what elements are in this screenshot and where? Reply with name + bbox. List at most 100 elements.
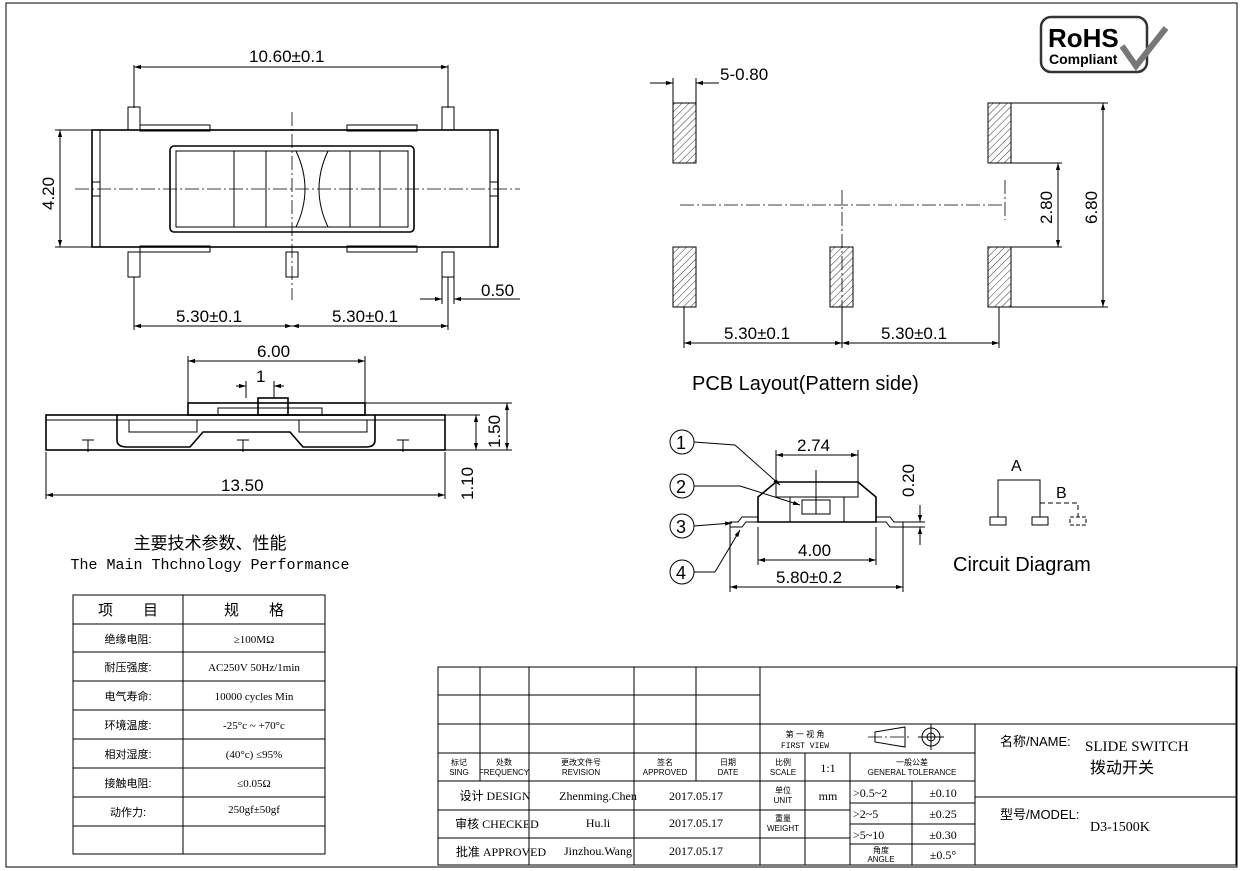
svg-text:>2~5: >2~5 [853, 807, 878, 821]
tolerance-row: 角度 ANGLE ±0.5° [867, 845, 956, 864]
pad [987, 246, 1012, 308]
table-header: 规 格 [224, 602, 284, 619]
svg-text:2017.05.17: 2017.05.17 [669, 844, 723, 858]
svg-text:±0.30: ±0.30 [929, 828, 957, 842]
tolerance-row: >5~10 ±0.30 [853, 828, 957, 842]
svg-text:一般公差: 一般公差 [896, 757, 928, 767]
svg-text:±0.5°: ±0.5° [930, 848, 957, 862]
scale-value: 1:1 [820, 761, 835, 775]
svg-text:FREQUENCY: FREQUENCY [479, 768, 530, 777]
svg-text:耐压强度:: 耐压强度: [104, 660, 151, 674]
table-row: 电气寿命: 10000 cycles Min [104, 689, 293, 703]
svg-text:相对湿度:: 相对湿度: [104, 747, 151, 761]
dim-lead-thickness: 0.20 [899, 464, 918, 497]
svg-text:2017.05.17: 2017.05.17 [669, 789, 723, 803]
table-row: 动作力: 250gf±50gf [110, 804, 280, 819]
unit-value: mm [819, 789, 838, 803]
svg-text:10000 cycles Min: 10000 cycles Min [215, 691, 294, 703]
dim-body-height: 1.10 [458, 467, 477, 500]
svg-text:±0.25: ±0.25 [929, 807, 957, 821]
view-label-en: FIRST VIEW [781, 742, 829, 751]
dim-actuator-width: 6.00 [257, 342, 290, 361]
table-row: 绝缘电阻: ≥100MΩ [104, 632, 274, 646]
rohs-text: RoHS [1048, 23, 1119, 53]
svg-text:Zhenming.Chen: Zhenming.Chen [559, 789, 637, 803]
performance-section: 主要技术参数、性能 The Main Thchnology Performanc… [70, 534, 350, 855]
circuit-label-b: B [1056, 485, 1067, 502]
svg-text:更改文件号: 更改文件号 [561, 757, 601, 767]
performance-title-cn: 主要技术参数、性能 [134, 534, 287, 553]
svg-text:-25°c ~ +70°c: -25°c ~ +70°c [223, 720, 285, 732]
svg-text:电气寿命:: 电气寿命: [104, 689, 151, 703]
svg-text:1: 1 [676, 433, 686, 453]
svg-text:≤0.05Ω: ≤0.05Ω [237, 778, 270, 790]
svg-text:重量: 重量 [775, 813, 791, 823]
compliant-text: Compliant [1049, 51, 1118, 67]
dim-pad-width: 5-0.80 [720, 65, 768, 84]
table-row: 环境温度: -25°c ~ +70°c [104, 718, 285, 732]
end-view: 1 2 3 4 2.74 0.20 4.00 5.80±0.2 [669, 429, 925, 592]
pad [987, 102, 1012, 164]
dim-top-width: 2.74 [797, 436, 830, 455]
svg-text:AC250V 50Hz/1min: AC250V 50Hz/1min [208, 662, 300, 674]
circuit-diagram: A B Circuit Diagram [953, 458, 1091, 576]
svg-text:2017.05.17: 2017.05.17 [669, 816, 723, 830]
rev-header: 标记 SING 处数 FREQUENCY 更改文件号 REVISION 签名 A… [449, 757, 738, 777]
table-row: 相对湿度: (40°c) ≤95% [104, 747, 282, 761]
dim-knob-width: 1 [256, 367, 265, 386]
dim-pin-width: 0.50 [481, 281, 514, 300]
circuit-label-a: A [1011, 458, 1022, 475]
model-label: 型号/MODEL: [1000, 807, 1079, 822]
svg-text:GENERAL TOLERANCE: GENERAL TOLERANCE [868, 768, 957, 777]
performance-title-en: The Main Thchnology Performance [70, 557, 349, 574]
pcb-layout: 5-0.80 2.80 6.80 5.30±0.1 5.30±0.1 PCB L… [650, 65, 1108, 395]
performance-table: 项 目 规 格 绝缘电阻: ≥100MΩ 耐压强度: AC250V 50Hz/1… [72, 594, 326, 855]
svg-text:>0.5~2: >0.5~2 [853, 786, 887, 800]
pad [672, 102, 697, 164]
svg-text:SCALE: SCALE [770, 768, 796, 777]
checkmark-icon [1119, 26, 1169, 72]
svg-text:APPROVED: APPROVED [643, 768, 688, 777]
sign-row: 批准 APPROVED Jinzhou.Wang 2017.05.17 [456, 844, 723, 859]
rohs-logo: RoHS Compliant [1039, 15, 1169, 74]
side-view: 6.00 1 13.50 1.50 1.10 [45, 342, 512, 500]
top-view: 10.60±0.1 4.20 5.30±0.1 5.30±0.1 0.50 [39, 47, 520, 330]
svg-text:标记: 标记 [451, 757, 467, 767]
product-name-cn: 拨动开关 [1090, 759, 1154, 777]
svg-text:环境温度:: 环境温度: [104, 718, 151, 732]
svg-text:DATE: DATE [718, 768, 739, 777]
dim-pcb-pitch-left: 5.30±0.1 [724, 324, 790, 343]
dim-inner-span: 2.80 [1037, 191, 1056, 224]
dim-height: 4.20 [39, 177, 58, 210]
pad [829, 246, 854, 308]
svg-text:Hu.li: Hu.li [586, 816, 611, 830]
svg-text:绝缘电阻:: 绝缘电阻: [104, 632, 151, 646]
projection-symbol-icon [868, 724, 944, 750]
svg-text:设计 DESIGN: 设计 DESIGN [460, 789, 531, 803]
circuit-caption: Circuit Diagram [953, 554, 1091, 576]
dim-pitch-left: 5.30±0.1 [176, 307, 242, 326]
svg-text:ANGLE: ANGLE [867, 855, 894, 864]
tolerance-row: >0.5~2 ±0.10 [853, 786, 957, 800]
svg-text:≥100MΩ: ≥100MΩ [234, 634, 275, 646]
svg-text:Jinzhou.Wang: Jinzhou.Wang [564, 844, 632, 858]
svg-text:角度: 角度 [873, 845, 889, 855]
svg-text:处数: 处数 [496, 757, 512, 767]
svg-text:±0.10: ±0.10 [929, 786, 957, 800]
svg-text:单位: 单位 [775, 785, 791, 795]
view-label: 第 一 视 角 [786, 729, 825, 739]
svg-text:日期: 日期 [720, 758, 736, 767]
svg-text:4: 4 [676, 563, 686, 583]
svg-text:3: 3 [676, 517, 686, 537]
table-header: 项 目 [98, 602, 158, 619]
svg-text:>5~10: >5~10 [853, 828, 884, 842]
svg-text:接触电阻:: 接触电阻: [104, 776, 151, 790]
dim-outer-span: 6.80 [1082, 191, 1101, 224]
tolerance-row: >2~5 ±0.25 [853, 807, 957, 821]
title-block: 标记 SING 处数 FREQUENCY 更改文件号 REVISION 签名 A… [437, 666, 1237, 866]
svg-text:SING: SING [449, 768, 469, 777]
sheet-border [5, 2, 1238, 868]
svg-text:比例: 比例 [775, 757, 791, 767]
dim-pcb-pitch-right: 5.30±0.1 [881, 324, 947, 343]
model-value: D3-1500K [1090, 820, 1150, 835]
